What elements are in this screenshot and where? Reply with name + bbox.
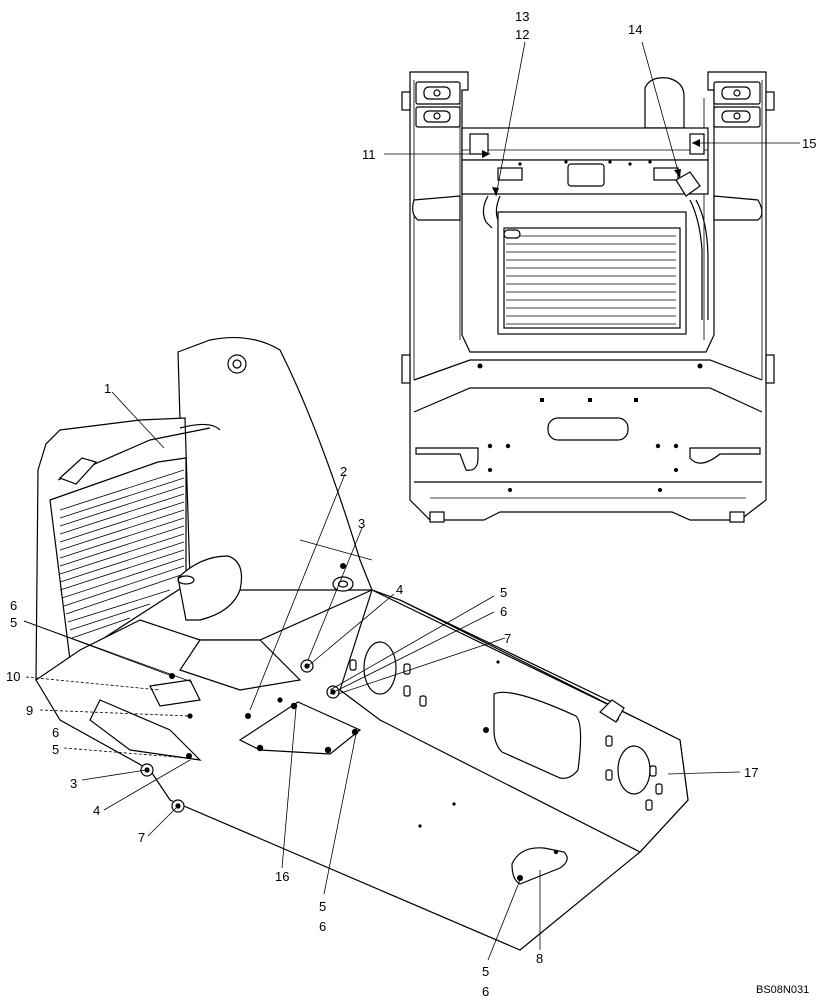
callout-5-upper: 5: [500, 585, 507, 600]
callout-6-middle: 6: [319, 919, 326, 934]
callout-11: 11: [362, 147, 376, 162]
callout-5-left-top: 5: [10, 615, 17, 630]
frame-fastener-dots: [477, 363, 703, 492]
callout-16: 16: [275, 869, 289, 884]
callout-1: 1: [104, 381, 111, 396]
callout-8: 8: [536, 951, 543, 966]
callout-6-bottom: 6: [482, 984, 489, 999]
leader-arrowheads: [482, 139, 700, 196]
side-panel-slots: [349, 659, 663, 828]
callout-10: 10: [6, 669, 20, 684]
callout-5-left-bottom: 5: [52, 742, 59, 757]
callout-14: 14: [628, 22, 642, 37]
callout-6-left-top: 6: [10, 598, 17, 613]
callout-7-lower: 7: [138, 830, 145, 845]
grille-slats: [59, 469, 185, 639]
callout-5-middle: 5: [319, 899, 326, 914]
drawing-code: BS08N031: [756, 984, 809, 996]
callout-17: 17: [744, 765, 758, 780]
callout-5-bottom: 5: [482, 964, 489, 979]
callout-9: 9: [26, 703, 33, 718]
callout-6-left-bottom: 6: [52, 725, 59, 740]
callout-4-lower: 4: [93, 803, 100, 818]
callout-15: 15: [802, 136, 816, 151]
callout-4-upper: 4: [396, 582, 403, 597]
radiator-fins: [506, 235, 676, 325]
callout-2: 2: [340, 464, 347, 479]
callout-6-upper: 6: [500, 604, 507, 619]
callout-3-upper: 3: [358, 516, 365, 531]
callout-3-lower: 3: [70, 776, 77, 791]
leader-lines: [23, 41, 800, 961]
callout-12: 12: [515, 27, 529, 42]
chassis-view: [35, 336, 689, 951]
callout-13: 13: [515, 9, 529, 24]
callout-7-upper: 7: [504, 631, 511, 646]
callout-labels: 1 2 3 4 5 6 7 6 5 10 9 6 5 3 4 7 16 5 6 …: [6, 9, 816, 999]
rear-frame-view: [401, 71, 775, 523]
